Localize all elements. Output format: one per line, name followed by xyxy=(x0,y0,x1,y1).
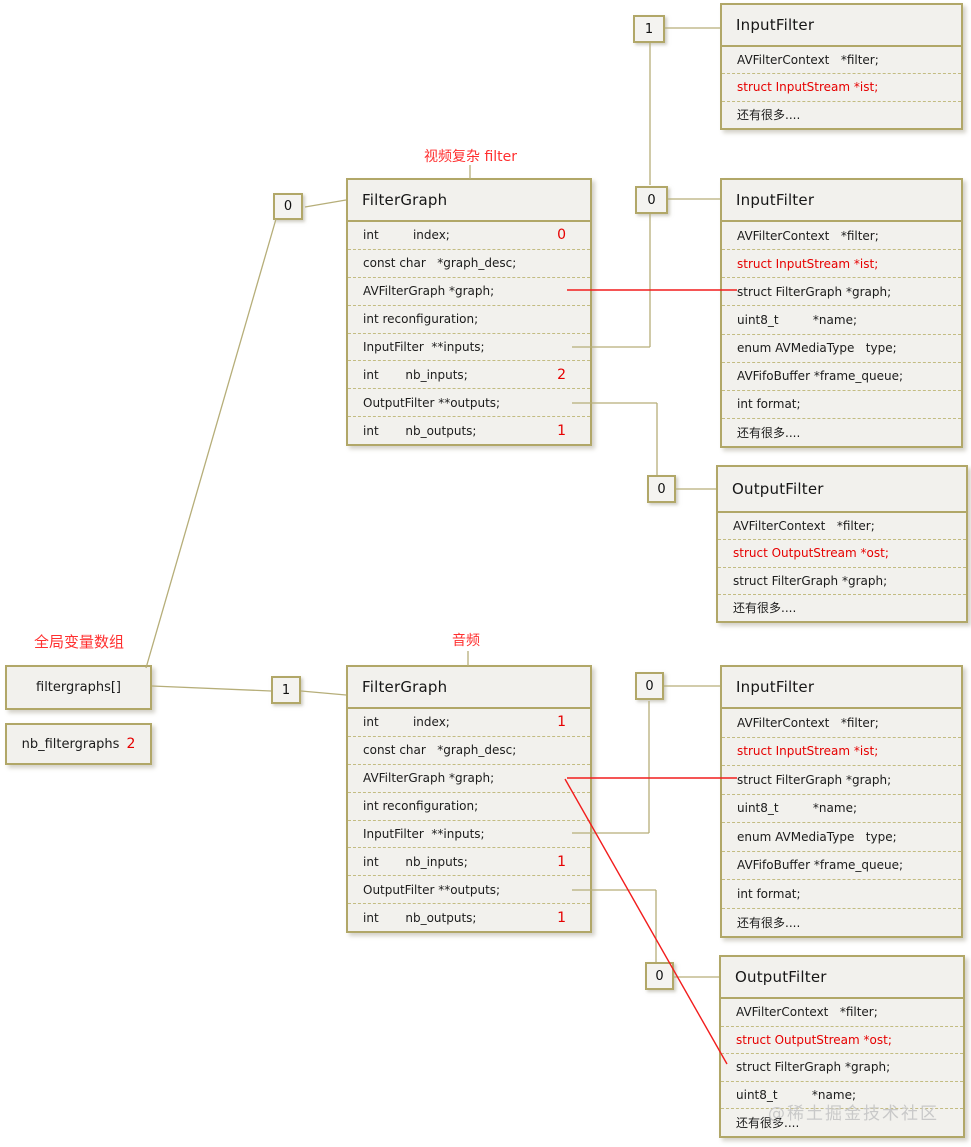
field-row: enum AVMediaType type; xyxy=(722,822,961,851)
box-title: FilterGraph xyxy=(348,180,590,222)
field-row: AVFilterContext *filter; xyxy=(737,715,879,730)
field-row: struct FilterGraph *graph; xyxy=(721,1053,963,1081)
field-row: InputFilter **inputs; xyxy=(348,332,590,361)
field-row: AVFifoBuffer *frame_queue; xyxy=(722,361,961,390)
field-row: int nb_inputs;1 xyxy=(348,847,590,875)
field-row: struct InputStream *ist; xyxy=(722,736,961,766)
field-row: uint8_t *name; xyxy=(721,1080,963,1109)
filtergraphs-label: filtergraphs[] xyxy=(36,680,121,695)
field-row: const char *graph_desc; xyxy=(348,248,590,277)
field-row: AVFilterContext *filter; xyxy=(737,228,879,243)
field-row: AVFilterContext *filter; xyxy=(736,1005,878,1020)
field-row: AVFilterGraph *graph; xyxy=(348,276,590,305)
field-row: OutputFilter **outputs; xyxy=(348,875,590,903)
field-row: struct InputStream *ist; xyxy=(722,73,961,100)
struct-box-inputfilter-audio-0: InputFilter AVFilterContext *filter; str… xyxy=(720,665,963,938)
field-row: enum AVMediaType type; xyxy=(722,333,961,362)
box-title: InputFilter xyxy=(722,5,961,47)
box-title: InputFilter xyxy=(722,180,961,222)
field-row: AVFifoBuffer *frame_queue; xyxy=(722,850,961,880)
field-row: int format; xyxy=(722,389,961,418)
field-value: 1 xyxy=(557,422,566,439)
field-row: int nb_outputs;1 xyxy=(348,903,590,931)
field-row: int index;0 xyxy=(363,227,566,244)
connector-box-audio-output-0: 0 xyxy=(645,962,674,990)
field-row: AVFilterGraph *graph; xyxy=(348,763,590,792)
field-row: const char *graph_desc; xyxy=(348,735,590,764)
nb-filtergraphs-label: nb_filtergraphs xyxy=(21,736,120,752)
field-row: struct FilterGraph *graph; xyxy=(722,277,961,305)
field-row: int nb_outputs;1 xyxy=(348,416,590,444)
label-global-array: 全局变量数组 xyxy=(34,633,125,651)
field-row: int index;1 xyxy=(363,714,566,731)
field-row: int reconfiguration; xyxy=(348,304,590,333)
nb-filtergraphs-value: 2 xyxy=(126,736,136,752)
field-row: struct FilterGraph *graph; xyxy=(718,566,966,594)
field-value: 2 xyxy=(557,366,566,383)
field-row: 还有很多.... xyxy=(721,1108,963,1136)
struct-box-inputfilter-video-1: InputFilter AVFilterContext *filter; str… xyxy=(720,3,963,130)
struct-box-inputfilter-video-0: InputFilter AVFilterContext *filter; str… xyxy=(720,178,963,448)
field-row: struct OutputStream *ost; xyxy=(718,539,966,566)
field-row: 还有很多.... xyxy=(722,907,961,937)
connector-box-video-input-0: 0 xyxy=(635,186,668,214)
box-title: FilterGraph xyxy=(348,667,590,709)
field-row: AVFilterContext *filter; xyxy=(733,519,875,534)
box-title: OutputFilter xyxy=(718,467,966,513)
field-row: int reconfiguration; xyxy=(348,791,590,820)
connector-box-audio-input-0: 0 xyxy=(635,672,664,700)
struct-box-outputfilter-audio-0: OutputFilter AVFilterContext *filter; st… xyxy=(719,955,965,1138)
connector-box-audio-index: 1 xyxy=(271,676,301,704)
struct-box-filtergraph-video: FilterGraph int index;0 const char *grap… xyxy=(346,178,592,446)
box-nb-filtergraphs: nb_filtergraphs 2 xyxy=(5,723,152,765)
field-value: 0 xyxy=(557,227,566,244)
field-row: 还有很多.... xyxy=(722,100,961,128)
field-row: int nb_inputs;2 xyxy=(348,360,590,388)
connector-box-video-input-1: 1 xyxy=(633,15,665,43)
watermark: @稀土掘金技术社区 xyxy=(768,1104,939,1124)
field-value: 1 xyxy=(557,714,566,731)
field-row: struct OutputStream *ost; xyxy=(721,1025,963,1054)
field-row: InputFilter **inputs; xyxy=(348,819,590,848)
field-row: 还有很多.... xyxy=(718,593,966,621)
label-video-complex-filter: 视频复杂 filter xyxy=(424,149,518,165)
field-row: struct FilterGraph *graph; xyxy=(722,765,961,794)
field-row: 还有很多.... xyxy=(722,417,961,446)
struct-box-outputfilter-video-0: OutputFilter AVFilterContext *filter; st… xyxy=(716,465,968,623)
box-title: OutputFilter xyxy=(721,957,963,999)
struct-box-filtergraph-audio: FilterGraph int index;1 const char *grap… xyxy=(346,665,592,933)
field-row: struct InputStream *ist; xyxy=(722,249,961,277)
field-row: uint8_t *name; xyxy=(722,793,961,823)
connector-box-video-output-0: 0 xyxy=(647,475,676,503)
field-row: uint8_t *name; xyxy=(722,305,961,333)
field-value: 1 xyxy=(557,853,566,870)
box-filtergraphs-array: filtergraphs[] xyxy=(5,665,152,710)
field-row: AVFilterContext *filter; xyxy=(737,53,879,68)
field-row: OutputFilter **outputs; xyxy=(348,388,590,416)
field-row: int format; xyxy=(722,879,961,908)
connector-box-video-index: 0 xyxy=(273,193,303,220)
box-title: InputFilter xyxy=(722,667,961,709)
field-value: 1 xyxy=(557,909,566,926)
label-audio: 音频 xyxy=(452,633,480,649)
